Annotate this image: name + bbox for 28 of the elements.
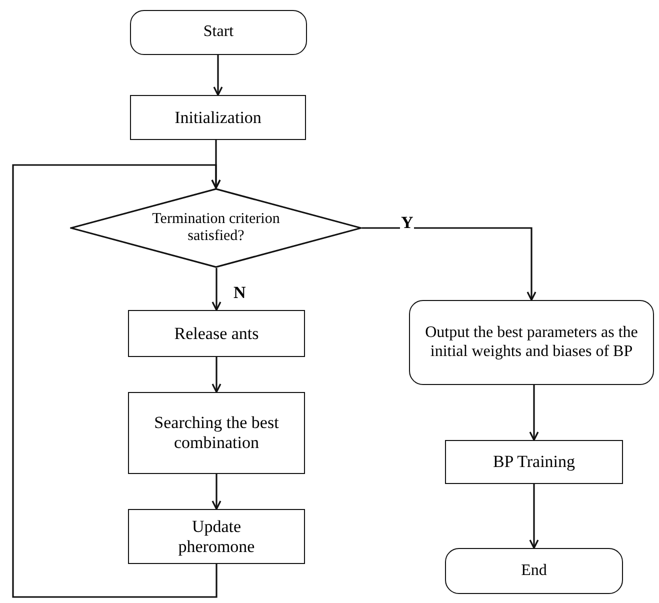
edge-label: N	[232, 284, 247, 301]
process-box	[128, 392, 305, 474]
node-text: Termination criterion satisfied?	[151, 210, 281, 246]
terminal-box	[130, 10, 307, 55]
process-box	[128, 310, 305, 357]
arrow	[12, 164, 221, 598]
edge-label: Y	[400, 214, 414, 231]
arrow	[212, 357, 222, 393]
node-text: End	[521, 562, 547, 580]
terminal-box	[445, 548, 623, 594]
decision-diamond	[70, 188, 362, 268]
terminal-box	[409, 300, 654, 385]
process-box	[128, 509, 305, 564]
arrow	[212, 268, 222, 311]
node-text: Searching the best combination	[153, 413, 280, 453]
process-box	[445, 440, 623, 484]
node-text: Release ants	[174, 324, 259, 344]
node-text: Start	[203, 23, 234, 42]
process-box	[130, 95, 306, 140]
node-text: Initialization	[174, 108, 262, 128]
arrow	[529, 385, 539, 441]
arrow	[529, 484, 539, 549]
arrow	[212, 474, 222, 510]
arrow	[362, 227, 536, 301]
node-text: Update pheromone	[177, 516, 256, 556]
node-text: BP Training	[492, 452, 576, 472]
arrow	[213, 55, 223, 96]
node-text: Output the best parameters as the initial weights and biases of BP	[424, 324, 639, 361]
